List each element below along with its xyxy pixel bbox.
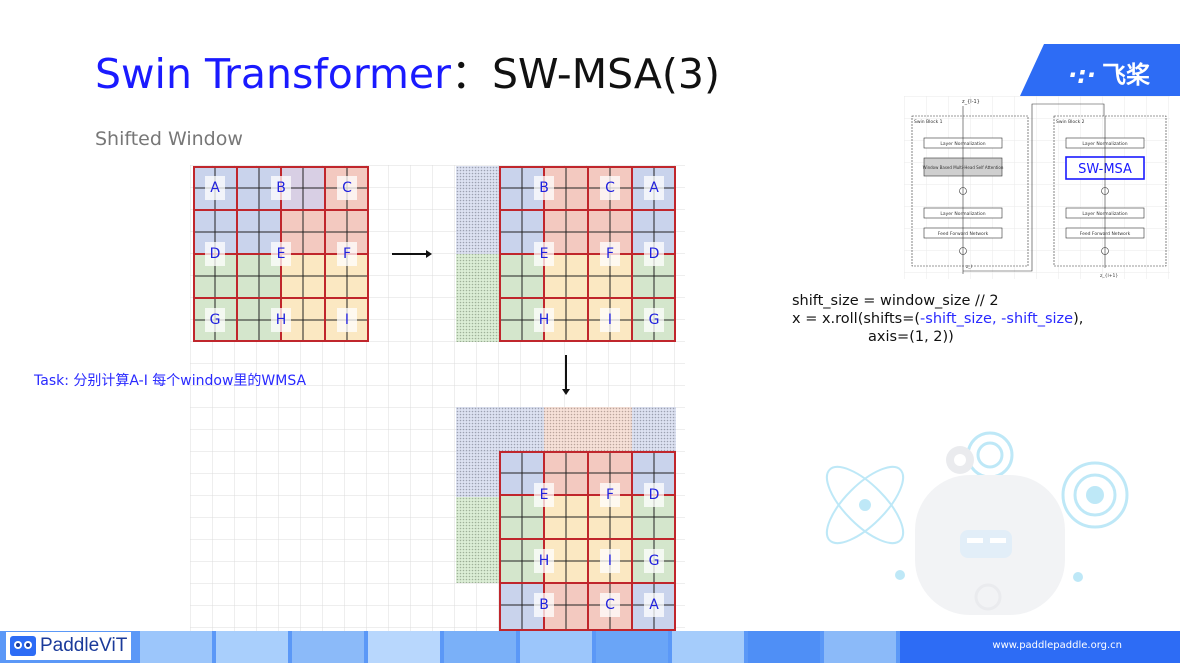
window-label: I — [588, 539, 632, 583]
window-label: E — [522, 473, 566, 517]
logo-text: 飞桨 — [1102, 61, 1150, 89]
window-label: F — [325, 232, 369, 276]
window-label: C — [588, 166, 632, 210]
window-label: H — [259, 298, 303, 342]
window-label: G — [632, 298, 676, 342]
paddlevit-brand: PaddleViT — [6, 632, 132, 660]
code-line-2: x = x.roll(shifts=(-shift_size, -shift_s… — [792, 311, 1084, 327]
window-label: H — [522, 298, 566, 342]
window-label: G — [193, 298, 237, 342]
robot-illustration — [825, 431, 1129, 615]
footer-bar — [0, 631, 1180, 663]
window-label: C — [325, 166, 369, 210]
subtitle: Shifted Window — [95, 128, 243, 150]
title-separator: ： — [451, 50, 492, 98]
window-label: A — [632, 583, 676, 627]
logo-mark: ·:· — [1068, 61, 1096, 89]
window-label: F — [588, 232, 632, 276]
window-label: F — [588, 473, 632, 517]
swin-block-diagram: z_{l-1} Swin Block 1 Swin Block 2 Layer … — [904, 96, 1170, 279]
diagram-input-label: z_{l-1} — [962, 99, 980, 105]
code-line-3: axis=(1, 2)) — [868, 329, 954, 345]
window-label: I — [588, 298, 632, 342]
window-label: E — [522, 232, 566, 276]
window-label: D — [632, 473, 676, 517]
window-label: G — [632, 539, 676, 583]
code-snippet: shift_size = window_size // 2 x = x.roll… — [792, 292, 1083, 346]
window-label: D — [193, 232, 237, 276]
window-label: A — [193, 166, 237, 210]
window-label: B — [522, 583, 566, 627]
window-label: I — [325, 298, 369, 342]
task-text: Task: 分别计算A-I 每个window里的WMSA — [34, 373, 307, 389]
logo-banner — [1020, 44, 1180, 96]
code-line-1: shift_size = window_size // 2 — [792, 293, 999, 309]
footer-url: www.paddlepaddle.org.cn — [992, 640, 1122, 651]
arrow-right-icon — [392, 250, 432, 258]
paddlevit-logo-icon — [10, 636, 36, 656]
window-label: H — [522, 539, 566, 583]
paddlevit-label: PaddleViT — [40, 635, 128, 656]
window-label: C — [588, 583, 632, 627]
diagram-out2-label: z_{l+1} — [1100, 273, 1118, 279]
diagram-out1-label: z_l — [966, 264, 972, 270]
window-label: B — [259, 166, 303, 210]
title-main: Swin Transformer — [95, 50, 451, 98]
window-label: D — [632, 232, 676, 276]
diagram-block1-label: Swin Block 1 — [914, 119, 943, 125]
page-title: Swin Transformer：SW-MSA(3) — [95, 48, 720, 100]
window-label: A — [632, 166, 676, 210]
arrow-down-icon — [562, 355, 570, 395]
paddle-logo: ·:·飞桨 — [1068, 55, 1150, 90]
window-label: B — [522, 166, 566, 210]
title-sub: SW-MSA(3) — [492, 50, 720, 98]
window-label: E — [259, 232, 303, 276]
diagram-block2-label: Swin Block 2 — [1056, 119, 1085, 125]
